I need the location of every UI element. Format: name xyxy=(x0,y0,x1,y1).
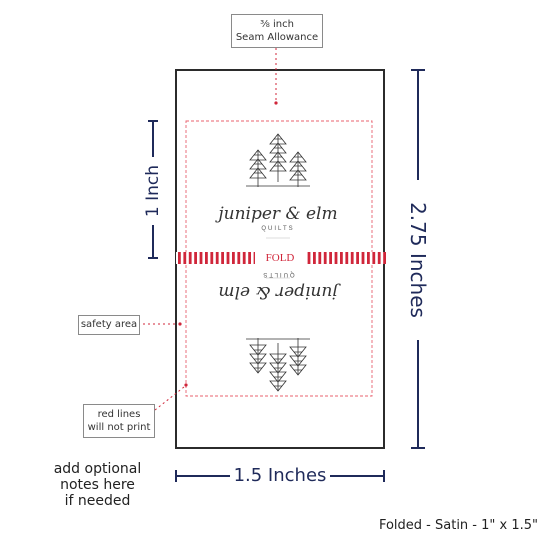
safety-callout-text: safety area xyxy=(80,319,138,330)
one-inch-label: 1 Inch xyxy=(143,164,163,218)
width-dimension xyxy=(175,470,385,482)
red-lines-callout: red lines will not print xyxy=(83,404,155,438)
brand-sub-bottom: QUILTS xyxy=(261,271,295,277)
tree-logo-top xyxy=(246,133,310,187)
seam-leader-dot xyxy=(274,101,278,105)
seam-callout-line2: Seam Allowance xyxy=(235,32,319,43)
seam-callout-line1: ⅜ inch xyxy=(260,19,294,30)
fold-band xyxy=(176,251,386,265)
tree-logo-bottom xyxy=(246,338,310,392)
safety-area-boundary xyxy=(185,120,373,397)
optional-notes: add optional notes here if needed xyxy=(50,461,145,509)
product-spec: Folded - Satin - 1" x 1.5" xyxy=(378,518,538,533)
safety-area-callout: safety area xyxy=(78,315,140,335)
notes-line2: notes here xyxy=(60,477,135,493)
brand-name-top: juniper & elm xyxy=(218,204,338,224)
one-inch-dimension xyxy=(148,120,158,259)
notes-line3: if needed xyxy=(64,493,131,509)
safety-leader-dot xyxy=(178,322,182,326)
full-height-label: 2.75 Inches xyxy=(406,202,430,318)
red-lines-leader-dot xyxy=(184,383,188,387)
notes-line1: add optional xyxy=(53,461,142,477)
brand-sub-top: QUILTS xyxy=(261,226,295,232)
red-callout-line1: red lines xyxy=(97,409,141,420)
fold-label: FOLD xyxy=(265,252,295,264)
width-label: 1.5 Inches xyxy=(233,465,327,486)
red-lines-leader xyxy=(154,386,185,411)
red-callout-line2: will not print xyxy=(87,422,151,433)
seam-allowance-callout: ⅜ inch Seam Allowance xyxy=(231,14,323,48)
brand-name-bottom: juniper & elm xyxy=(218,282,338,302)
full-height-dimension xyxy=(411,69,425,449)
